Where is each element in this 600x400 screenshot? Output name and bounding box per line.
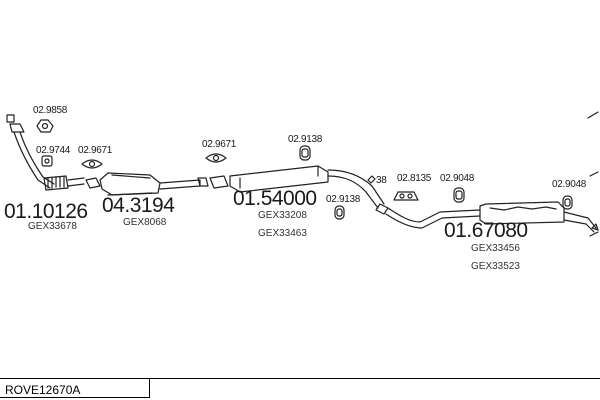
ref-gex8068: GEX8068 [123,217,167,228]
middle-silencer [209,165,389,215]
label-29744: 02.9744 [36,145,71,156]
part-number-0154000: 01.54000 [233,187,317,210]
gasket-29671a [81,159,103,169]
hanger-29048b [562,195,573,210]
gasket-29744 [41,155,53,167]
label-29671a: 02.9671 [78,145,113,156]
label-29048b: 02.9048 [552,179,587,190]
part-code-title: ROVE12670A [5,383,81,397]
label-28135: 02.8135 [397,173,432,184]
ref-gex33523: GEX33523 [471,261,520,272]
label-29858: 02.9858 [33,105,68,116]
mounting-28135 [393,191,419,201]
rear-pipe [385,207,481,229]
ref-gex33208: GEX33208 [258,210,307,221]
rear-silencer [479,201,599,233]
part-number-0167080: 01.67080 [444,219,528,242]
label-29138a: 02.9138 [288,134,323,145]
bottom-rule [0,378,600,379]
hanger-29048a [453,187,465,203]
gasket-29671b [205,153,227,163]
title-box: ROVE12670A [0,378,150,398]
gasket-29858 [36,119,54,133]
hanger-29138a [299,145,311,161]
label-29048a: 02.9048 [440,173,475,184]
clamp-38 [367,175,376,184]
part-number-0110126: 01.10126 [4,200,88,223]
ref-gex33456: GEX33456 [471,243,520,254]
ref-gex33463: GEX33463 [258,228,307,239]
label-29138b: 02.9138 [326,194,361,205]
front-pipe [6,114,85,191]
part-number-043194: 04.3194 [102,194,175,217]
catalytic-converter [85,172,209,196]
hanger-29138b [334,205,345,220]
label-29671b: 02.9671 [202,139,237,150]
label-38: 38 [376,175,387,186]
ref-gex33678: GEX33678 [28,221,77,232]
